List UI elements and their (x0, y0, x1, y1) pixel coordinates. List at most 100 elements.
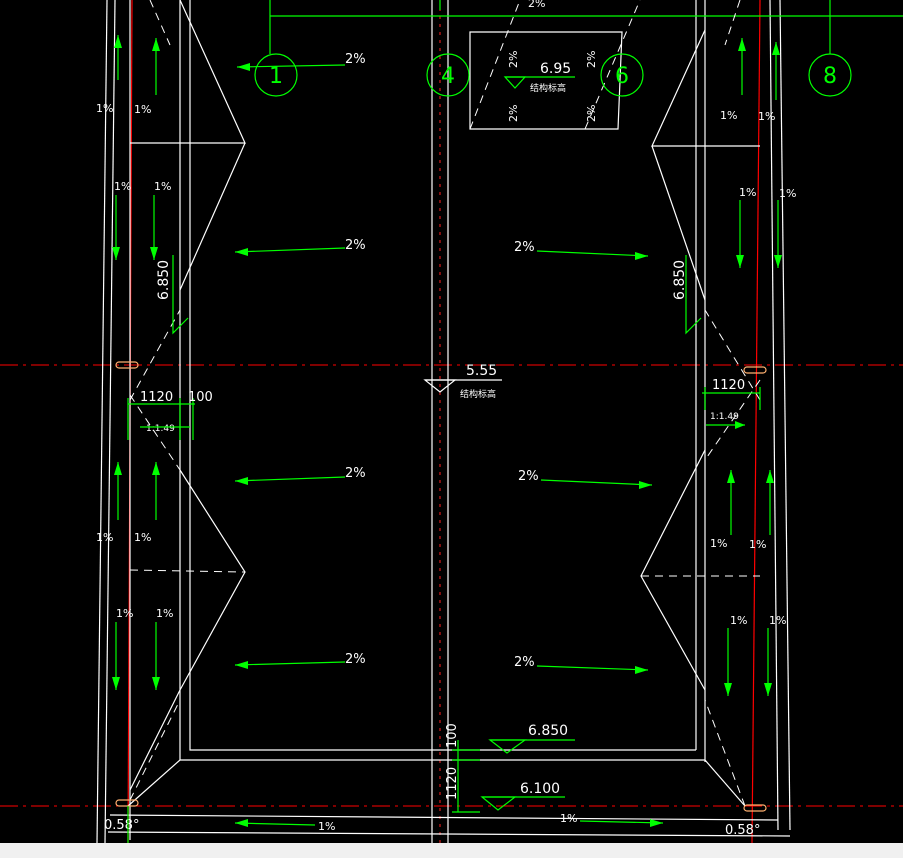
svg-text:1%: 1% (779, 187, 796, 200)
elevation-center: 5.55 结构标高 (423, 363, 502, 400)
svg-text:2%: 2% (345, 238, 366, 253)
dash-top-4 (724, 0, 741, 46)
elevation-markers: 6.95 结构标高 5.55 结构标高 6.850 6.100 6.850 (156, 61, 702, 811)
dash-left-1 (129, 309, 181, 401)
grid-label-6: 6 (615, 64, 629, 89)
svg-text:1%: 1% (560, 812, 577, 825)
grid-bubble-4: 4 (426, 53, 470, 97)
svg-text:2%: 2% (507, 105, 520, 122)
right-bottom-diag (704, 759, 746, 807)
drain-right-bottom (743, 804, 767, 812)
dash-left-4 (129, 699, 181, 801)
svg-text:2%: 2% (507, 51, 520, 68)
grid-bubble-6: 6 (600, 53, 644, 97)
dimension-bottom-offset: 100 (445, 723, 460, 748)
dash-top-3 (149, 0, 171, 46)
svg-text:1%: 1% (114, 180, 131, 193)
slope-arrow-left-2: 2% (234, 238, 366, 256)
svg-text:2%: 2% (585, 105, 598, 122)
grid-bubbles: 1 4 6 8 (254, 0, 852, 97)
slope-arrow-right-1: 2% (514, 240, 649, 260)
bottom-wall-upper (109, 814, 779, 821)
slope-arrow-left-3: 2% (234, 466, 366, 485)
elevation-bottom-lower-value: 6.100 (520, 781, 560, 797)
elevation-top-box: 6.95 结构标高 (503, 61, 575, 94)
dash-top-2 (584, 0, 641, 130)
angle-bottom-right: 0.58° (725, 823, 760, 838)
status-bar (0, 843, 903, 858)
drain-left-bottom (115, 799, 139, 807)
dimension-right: 1120 1:1.49 (702, 378, 761, 422)
grid-bubble-8: 8 (808, 53, 852, 97)
dimension-bottom-width: 1120 (445, 767, 460, 800)
svg-text:2%: 2% (514, 655, 535, 670)
svg-text:2%: 2% (345, 652, 366, 667)
svg-text:2%: 2% (528, 0, 545, 10)
left-outer-wall (96, 0, 108, 844)
slope-arrows-right-gutter: 1% 1% 1% 1% 1% 1% 1% 1% (710, 38, 796, 696)
grid-bubble-1: 1 (254, 53, 298, 97)
svg-text:1%: 1% (769, 614, 786, 627)
elevation-bottom-upper: 6.850 (488, 723, 575, 754)
svg-text:2%: 2% (518, 469, 539, 484)
left-bottom-diag (127, 759, 181, 807)
dash-left-2 (129, 394, 181, 471)
dashed-lines (129, 0, 761, 807)
dash-right-4 (704, 699, 746, 807)
elevation-bottom-lower: 6.100 (480, 781, 565, 811)
svg-text:2%: 2% (345, 52, 366, 67)
right-outer-wall (779, 0, 791, 831)
svg-text:2%: 2% (514, 240, 535, 255)
svg-text:1%: 1% (739, 186, 756, 199)
svg-text:1%: 1% (134, 531, 151, 544)
svg-text:1%: 1% (710, 537, 727, 550)
elevation-top-box-value: 6.95 (540, 61, 571, 77)
angle-bottom-left: 0.58° (104, 818, 139, 833)
grid-label-4: 4 (441, 64, 455, 89)
elevation-right-ridge-value: 6.850 (672, 260, 688, 300)
dimension-right-ratio: 1:1.49 (710, 412, 739, 422)
vertical-axis-line-right (751, 0, 761, 844)
bottom-wall-lower (107, 831, 791, 837)
svg-text:1%: 1% (134, 103, 151, 116)
elevation-center-value: 5.55 (466, 363, 497, 379)
right-outer-wall-inner (769, 0, 779, 831)
svg-text:2%: 2% (345, 466, 366, 481)
elevation-right-ridge: 6.850 (672, 255, 702, 335)
right-upper-hip-lower (651, 145, 706, 301)
left-upper-hip (130, 0, 246, 144)
dash-right-1 (704, 309, 761, 401)
slope-arrow-right-3: 2% (514, 655, 649, 674)
dimension-right-width: 1120 (712, 378, 745, 393)
svg-text:1%: 1% (749, 538, 766, 551)
slope-top-box: 2% 2% 2% 2% 2% (507, 0, 598, 122)
svg-text:2%: 2% (585, 51, 598, 68)
left-outer-wall-inner (104, 0, 116, 844)
top-box (469, 31, 623, 130)
dimension-left-width: 1120 (140, 390, 173, 405)
left-lower-diag (129, 689, 181, 791)
slope-arrow-left-1: 2% (236, 52, 366, 71)
grid-label-1: 1 (269, 64, 283, 89)
svg-text:1%: 1% (116, 607, 133, 620)
slope-arrows: 2% 2% 2% 2% 2% 2% 2% 2% 2% (96, 0, 796, 833)
svg-text:1%: 1% (154, 180, 171, 193)
elevation-center-note: 结构标高 (460, 388, 496, 400)
dimension-left-offset: 100 (188, 390, 213, 405)
svg-text:1%: 1% (156, 607, 173, 620)
elevation-bottom-upper-value: 6.850 (528, 723, 568, 739)
svg-text:1%: 1% (720, 109, 737, 122)
slope-arrows-bottom: 1% 1% (234, 812, 664, 833)
leaders (127, 0, 441, 843)
slope-arrow-right-2: 2% (518, 469, 653, 489)
dimension-bottom: 100 1120 (445, 723, 480, 813)
dimensions: 1120 100 1:1.49 1120 1:1.49 100 1120 (127, 378, 761, 813)
dash-top-1 (469, 0, 521, 130)
elevation-left-ridge: 6.850 (156, 255, 189, 335)
ratio-arrowhead-right (735, 421, 745, 429)
grid-label-8: 8 (823, 64, 837, 89)
slope-arrows-left-gutter: 1% 1% 1% 1% 1% 1% 1% 1% (96, 35, 173, 690)
elevation-left-ridge-value: 6.850 (156, 260, 172, 300)
